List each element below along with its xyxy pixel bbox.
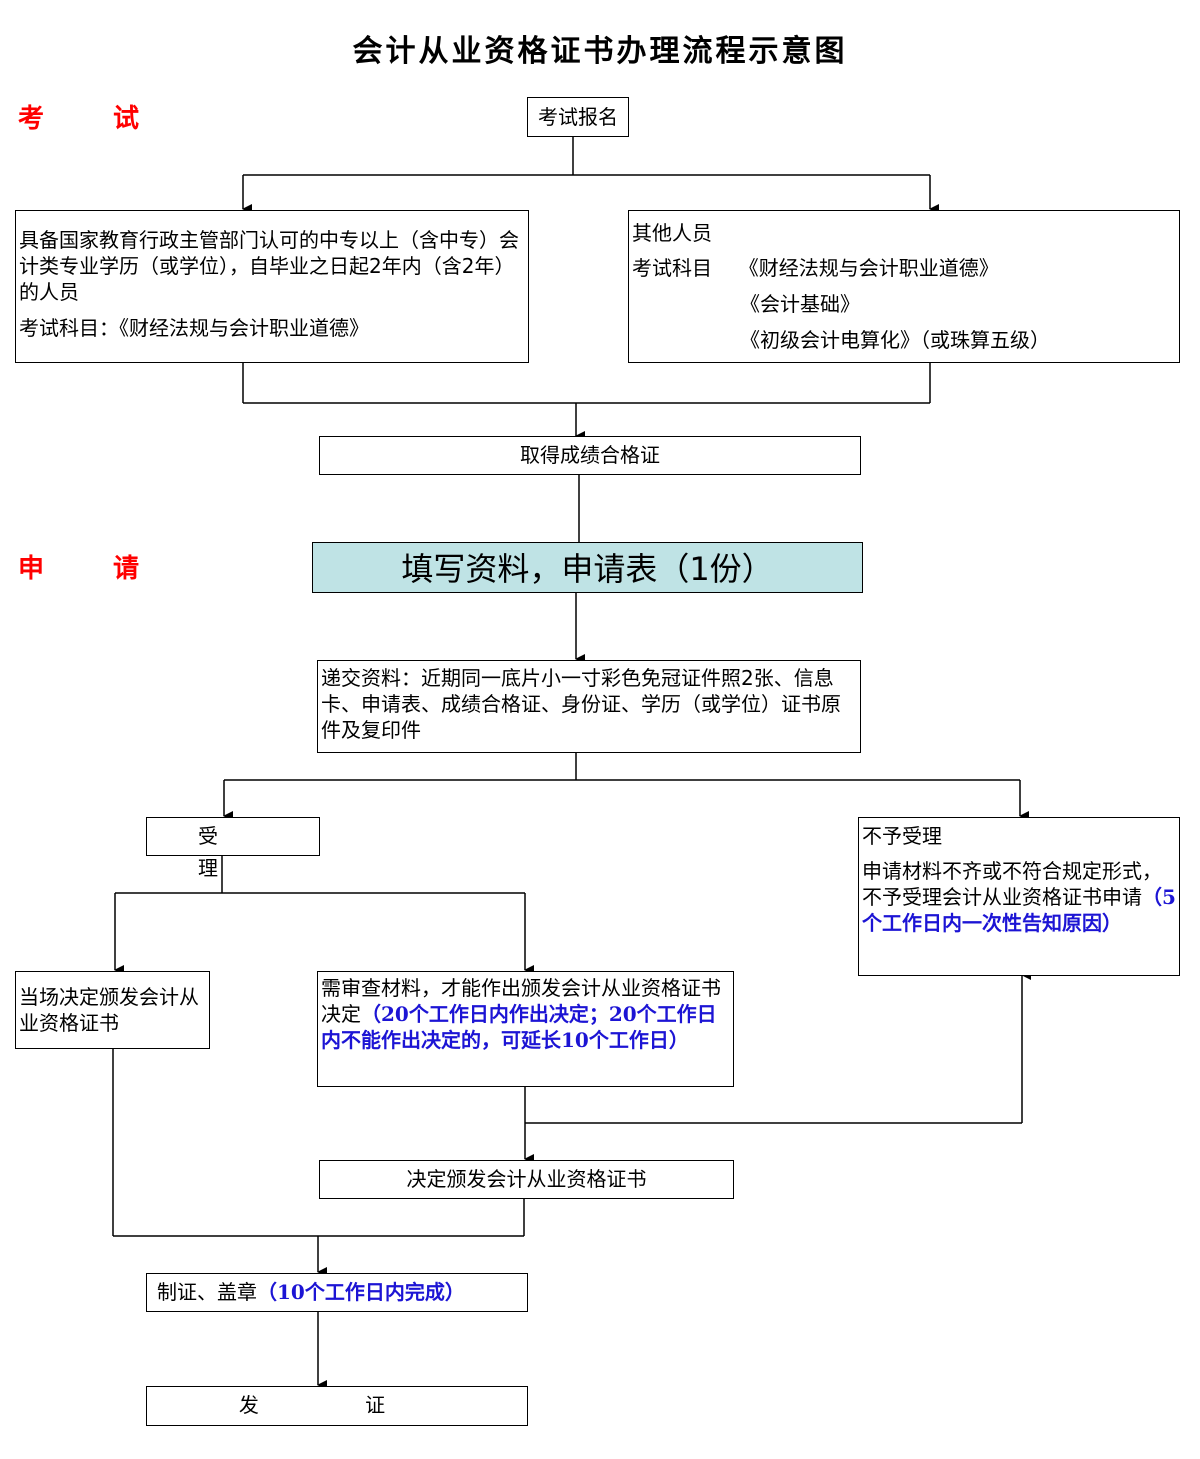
group-b-subjects-label: 考试科目 bbox=[632, 256, 712, 280]
node-make: 制证、盖章（10个工作日内完成） bbox=[146, 1273, 528, 1312]
review-note: （20个工作日内作出决定；20个工作日内不能作出决定的，可延长10个工作日） bbox=[321, 1002, 717, 1052]
node-review: 需审查材料，才能作出颁发会计从业资格证书决定（20个工作日内作出决定；20个工作… bbox=[317, 971, 734, 1087]
stage-label-exam: 考 试 bbox=[18, 104, 170, 134]
node-group-b: 其他人员 考试科目 《财经法规与会计职业道德》 《会计基础》 《初级会计电算化》… bbox=[628, 210, 1180, 363]
accept-label: 受 理 bbox=[198, 824, 268, 880]
node-onsite: 当场决定颁发会计从业资格证书 bbox=[15, 971, 210, 1049]
reject-title: 不予受理 bbox=[862, 824, 942, 848]
node-issue: 发 证 bbox=[146, 1386, 528, 1426]
reject-text: 申请材料不齐或不符合规定形式，不予受理会计从业资格证书申请 bbox=[862, 859, 1162, 909]
node-reject: 不予受理 申请材料不齐或不符合规定形式，不予受理会计从业资格证书申请（5个工作日… bbox=[858, 817, 1180, 976]
group-b-subject-1: 《财经法规与会计职业道德》 bbox=[738, 256, 999, 280]
node-decide: 决定颁发会计从业资格证书 bbox=[319, 1160, 734, 1199]
group-a-subjects: 考试科目：《财经法规与会计职业道德》 bbox=[19, 316, 369, 340]
node-register: 考试报名 bbox=[527, 97, 629, 137]
group-a-text: 具备国家教育行政主管部门认可的中专以上（含中专）会计类专业学历（或学位），自毕业… bbox=[19, 228, 519, 304]
make-text: 制证、盖章 bbox=[157, 1280, 257, 1304]
node-accept: 受 理 bbox=[146, 817, 320, 880]
node-submit: 递交资料：近期同一底片小一寸彩色免冠证件照2张、信息卡、申请表、成绩合格证、身份… bbox=[317, 660, 861, 753]
node-fill-form: 填写资料，申请表（1份） bbox=[312, 542, 863, 593]
node-group-a: 具备国家教育行政主管部门认可的中专以上（含中专）会计类专业学历（或学位），自毕业… bbox=[15, 210, 529, 363]
issue-label: 发 证 bbox=[238, 1393, 436, 1417]
group-b-subject-2: 《会计基础》 bbox=[740, 292, 860, 316]
stage-label-apply: 申 请 bbox=[18, 554, 170, 584]
node-certificate: 取得成绩合格证 bbox=[319, 436, 861, 475]
group-b-title: 其他人员 bbox=[632, 221, 712, 245]
reject-note: （5个工作日内一次性告知原因） bbox=[862, 885, 1176, 935]
make-note: （10个工作日内完成） bbox=[257, 1280, 465, 1304]
page-title: 会计从业资格证书办理流程示意图 bbox=[352, 34, 848, 69]
review-text: 需审查材料，才能作出颁发会计从业资格证书决定 bbox=[321, 976, 721, 1026]
group-b-subject-3: 《初级会计电算化》（或珠算五级） bbox=[740, 328, 1050, 352]
